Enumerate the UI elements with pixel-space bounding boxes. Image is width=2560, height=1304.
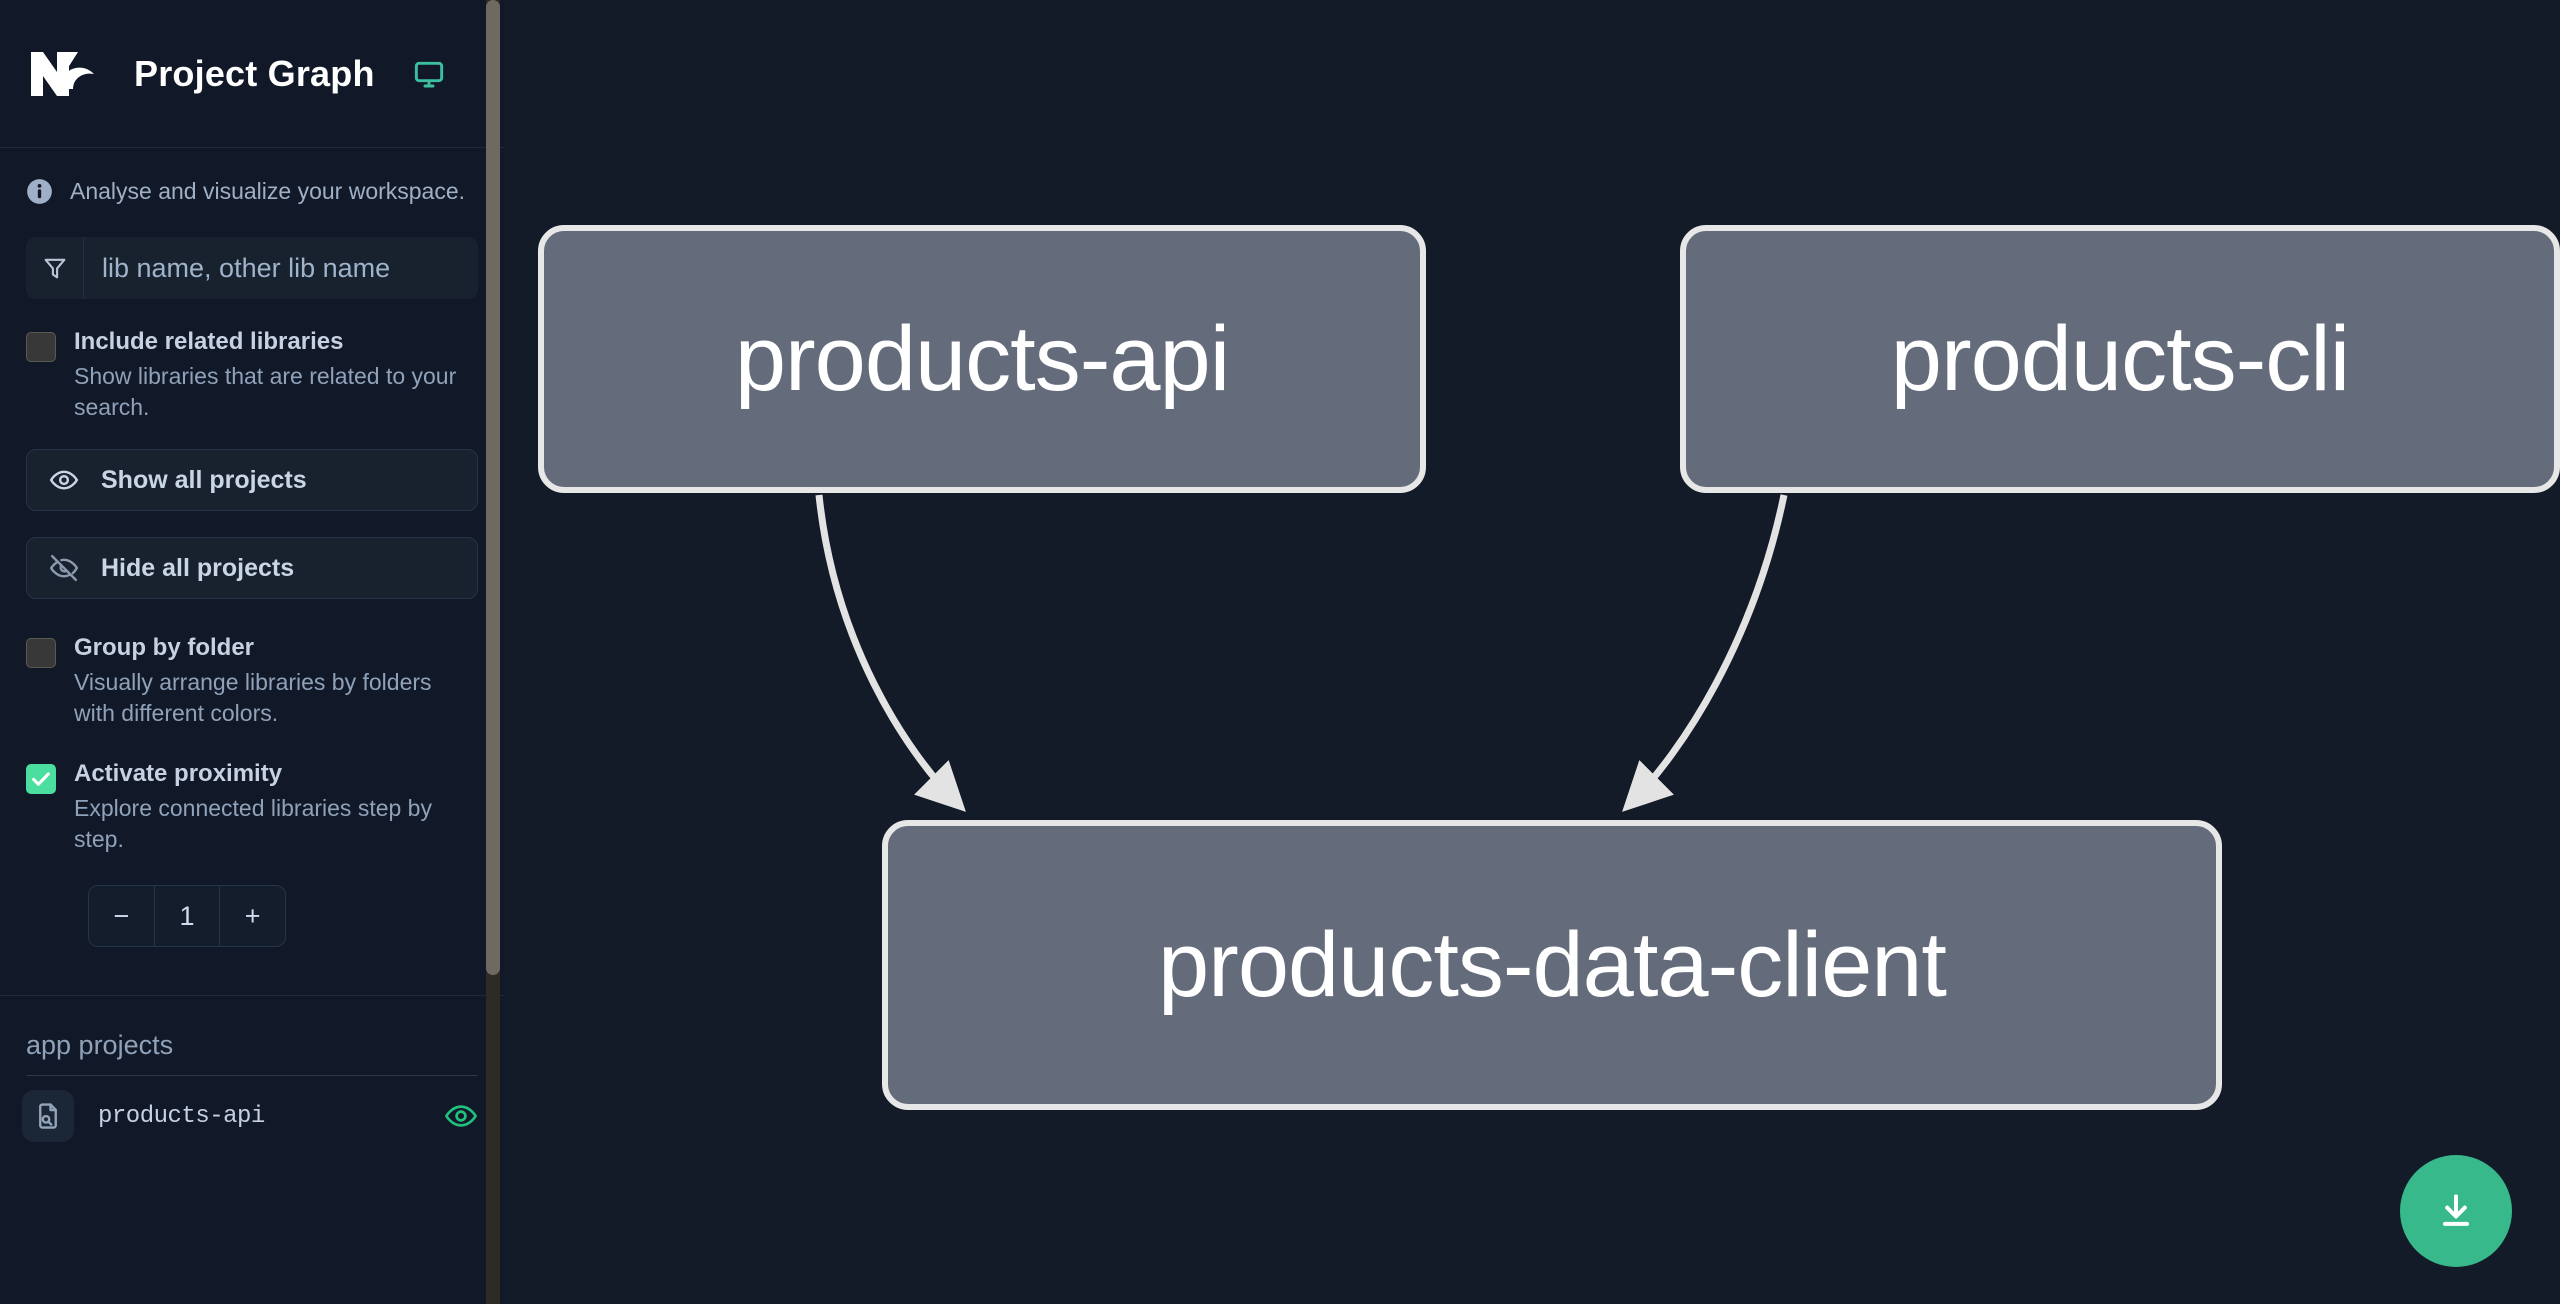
hide-all-projects-button[interactable]: Hide all projects: [26, 537, 478, 600]
project-group-rule: [26, 1075, 478, 1077]
filter-icon: [26, 237, 84, 299]
graph-node-products-cli[interactable]: products-cli: [1680, 225, 2560, 493]
proximity-increment-button[interactable]: +: [244, 900, 261, 931]
proximity-stepper: − 1 +: [88, 885, 286, 948]
sidebar-scrollbar-thumb[interactable]: [486, 0, 500, 975]
list-item[interactable]: products-api: [0, 1076, 504, 1143]
include-related-libraries-checkbox[interactable]: [26, 332, 56, 362]
option-group-by-folder: Group by folder Visually arrange librari…: [26, 633, 478, 729]
group-by-folder-label: Group by folder: [74, 634, 254, 662]
search-field[interactable]: [26, 237, 478, 299]
activate-proximity-checkbox[interactable]: [26, 764, 56, 795]
include-related-libraries-label: Include related libraries: [74, 328, 344, 355]
workspace-info-text: Analyse and visualize your workspace.: [70, 178, 466, 204]
eye-off-icon: [49, 555, 79, 582]
option-include-related-libraries: Include related libraries Show libraries…: [26, 327, 478, 423]
monitor-icon[interactable]: [409, 54, 449, 94]
edge-products-api-to-products-data-client: [815, 494, 966, 812]
option-activate-proximity: Activate proximity Explore connected lib…: [26, 759, 478, 855]
eye-icon: [49, 470, 79, 490]
graph-canvas[interactable]: products-api products-cli products-data-…: [504, 0, 2560, 1304]
project-visibility-eye-icon[interactable]: [444, 1099, 478, 1133]
search-input[interactable]: [84, 237, 478, 299]
info-icon: [27, 179, 52, 204]
sidebar-body: Include related libraries Show libraries…: [0, 237, 504, 948]
graph-edges: [815, 494, 1788, 812]
group-by-folder-description: Visually arrange libraries by folders wi…: [74, 669, 432, 727]
edge-products-cli-to-products-data-client: [1622, 494, 1788, 812]
download-button[interactable]: [2400, 1155, 2512, 1267]
activate-proximity-label: Activate proximity: [74, 760, 283, 788]
sidebar-header: Project Graph: [0, 0, 504, 148]
sidebar-divider: [0, 995, 504, 997]
include-related-libraries-description: Show libraries that are related to your …: [74, 363, 457, 421]
page-title: Project Graph: [134, 52, 375, 94]
proximity-decrement-button[interactable]: −: [113, 900, 130, 931]
sidebar: Project Graph Analyse and visualize your…: [0, 0, 504, 1304]
project-name: products-api: [98, 1102, 265, 1130]
nx-logo-icon: [31, 51, 94, 96]
graph-node-products-data-client[interactable]: products-data-client: [882, 820, 2222, 1110]
download-icon: [2442, 1194, 2470, 1226]
show-all-projects-button[interactable]: Show all projects: [26, 449, 478, 512]
hide-all-projects-label: Hide all projects: [101, 553, 295, 582]
activate-proximity-description: Explore connected libraries step by step…: [74, 795, 432, 853]
group-by-folder-checkbox[interactable]: [26, 638, 56, 669]
document-search-icon: [22, 1090, 74, 1143]
show-all-projects-label: Show all projects: [101, 465, 307, 494]
graph-node-products-api[interactable]: products-api: [538, 225, 1426, 493]
workspace-info: Analyse and visualize your workspace.: [0, 148, 504, 227]
project-group-title: app projects: [26, 1030, 174, 1061]
proximity-value: 1: [153, 886, 221, 947]
